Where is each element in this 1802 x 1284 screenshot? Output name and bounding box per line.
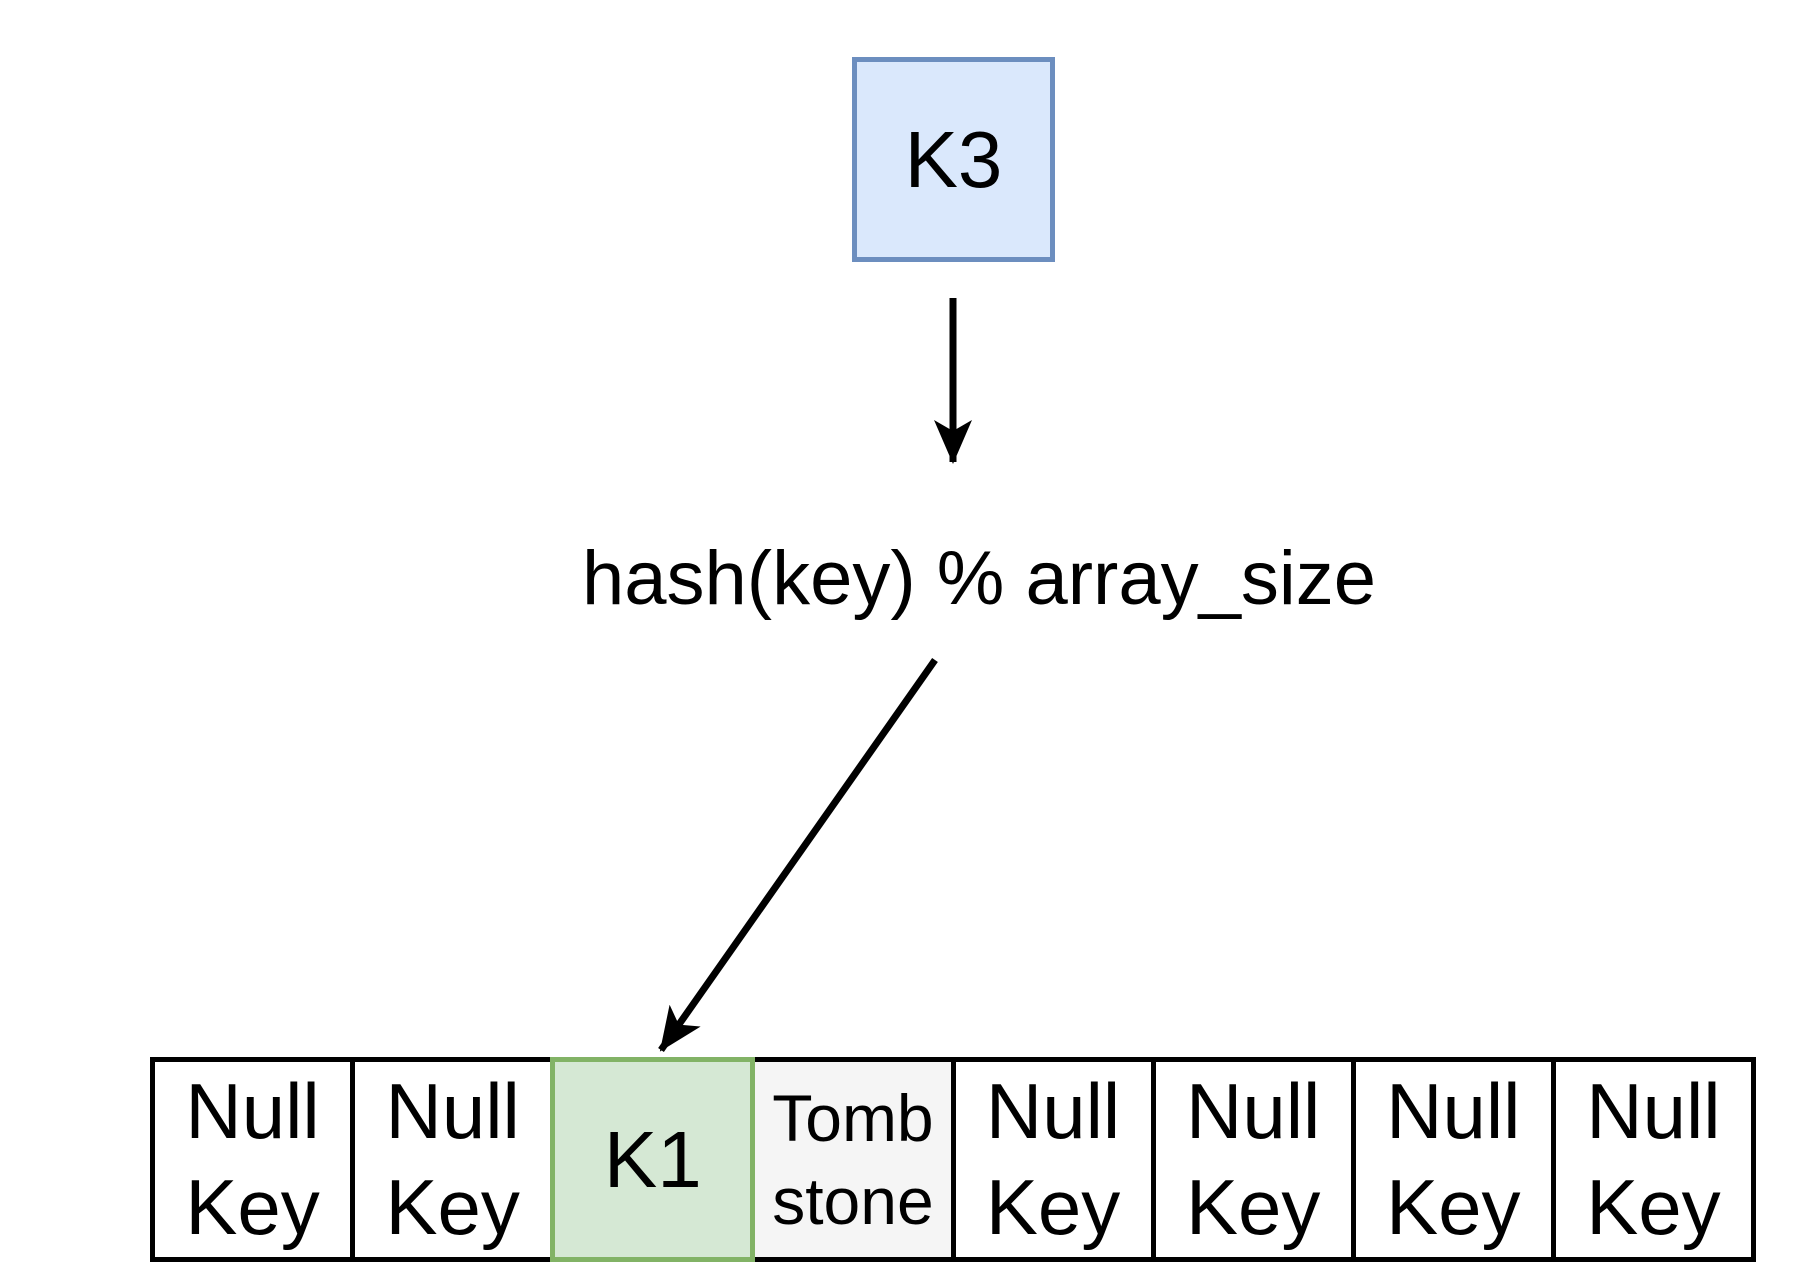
key-k3-box: K3 (852, 57, 1055, 262)
cell-label: Key (385, 1162, 520, 1251)
cell-label: Key (1586, 1162, 1721, 1251)
hash-function-label: hash(key) % array_size (581, 536, 1377, 621)
cell-label: Null (985, 1067, 1121, 1156)
array-cell-5: Null Key (1150, 1057, 1356, 1262)
cell-label: Null (1386, 1067, 1521, 1156)
cell-label: Tomb (772, 1081, 934, 1155)
cell-label: Key (985, 1162, 1121, 1251)
diagonal-arrow-icon (658, 657, 938, 1053)
cell-label: Key (1386, 1162, 1521, 1251)
array-cell-6: Null Key (1350, 1057, 1556, 1262)
cell-label: K1 (603, 1114, 702, 1204)
key-k3-label: K3 (904, 114, 1003, 204)
array-cell-7: Null Key (1550, 1057, 1756, 1262)
array-cell-3-tombstone: Tomb stone (750, 1057, 956, 1262)
cell-label: stone (772, 1163, 934, 1238)
hash-table-array: Null Key Null Key K1 Tomb stone Null Key… (150, 1057, 1756, 1262)
cell-label: Key (185, 1162, 320, 1251)
cell-label: Null (185, 1067, 320, 1156)
array-cell-2-k1: K1 (550, 1057, 756, 1262)
cell-label: Null (385, 1067, 520, 1156)
cell-label: Null (1586, 1067, 1721, 1156)
cell-label: Null (1186, 1067, 1321, 1156)
cell-label: Key (1185, 1162, 1321, 1251)
array-cell-4: Null Key (950, 1057, 1156, 1262)
array-cell-0: Null Key (150, 1057, 356, 1262)
array-cell-1: Null Key (350, 1057, 556, 1262)
